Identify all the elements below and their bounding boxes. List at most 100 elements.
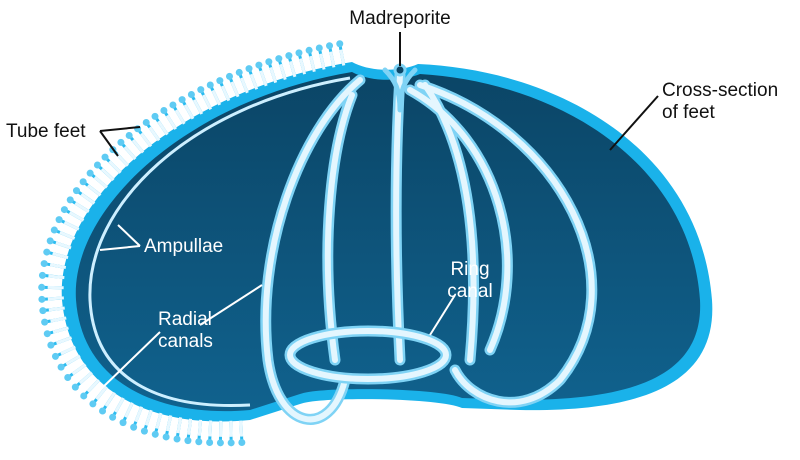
- ampulla: [285, 52, 293, 60]
- tube-foot-inner: [165, 114, 177, 130]
- tube-foot-inner: [59, 230, 76, 240]
- label-radial-canals-2: canals: [158, 331, 213, 352]
- tube-foot-inner: [74, 201, 90, 213]
- tube-foot-inner: [93, 175, 108, 189]
- tube-foot-inner: [63, 220, 80, 231]
- ampulla: [109, 413, 117, 421]
- ampulla: [38, 295, 46, 303]
- ampulla: [99, 407, 107, 415]
- tube-foot-inner: [155, 412, 163, 429]
- radial-canal: [262, 77, 363, 423]
- tube-foot-inner: [71, 363, 87, 376]
- ampulla: [117, 138, 125, 146]
- ampulla: [119, 419, 127, 427]
- ampulla: [184, 437, 192, 445]
- leader-lines-dark: [99, 32, 659, 157]
- tube-foot-inner: [319, 53, 326, 70]
- ampulla: [265, 58, 273, 66]
- tube-foot-inner: [176, 417, 183, 434]
- ampulla: [336, 40, 344, 48]
- ampulla: [55, 216, 63, 224]
- label-madreporite: Madreporite: [349, 8, 450, 29]
- ampulla: [151, 112, 159, 120]
- ampulla: [50, 226, 58, 234]
- ampulla: [43, 330, 51, 338]
- ampulla: [195, 438, 203, 446]
- ampulla: [47, 341, 55, 349]
- tube-foot-inner: [86, 378, 101, 393]
- ampulla: [187, 91, 195, 99]
- tube-foot-inner: [329, 51, 336, 68]
- ampulla: [38, 271, 46, 279]
- ampulla: [216, 77, 224, 85]
- label-cross-section-1: Cross-section: [662, 80, 778, 101]
- ampulla: [326, 42, 334, 50]
- tube-foot-inner: [144, 409, 153, 426]
- tube-foot-inner: [78, 371, 93, 385]
- ampulla: [173, 435, 181, 443]
- tube-foot-inner: [52, 252, 69, 260]
- tube-foot-inner: [299, 58, 307, 75]
- ampulla: [169, 101, 177, 109]
- ampulla: [43, 248, 51, 256]
- radial-canal: [407, 87, 511, 353]
- tube-foot-inner: [197, 419, 203, 436]
- tube-foot-inner: [279, 63, 287, 81]
- tube-foot-inner: [239, 420, 244, 437]
- tube-foot-inner: [259, 70, 268, 87]
- tube-foot-inner: [52, 326, 69, 334]
- madreporite: [393, 63, 407, 77]
- tube-foot-inner: [86, 184, 102, 197]
- radial-canal: [324, 92, 355, 363]
- radial-canal: [417, 82, 595, 406]
- ampulla: [40, 260, 48, 268]
- tube-foot-inner: [55, 241, 72, 250]
- tube-foot-inner: [220, 85, 231, 102]
- tube-foot-inner: [131, 139, 145, 154]
- ampulla: [93, 161, 101, 169]
- madreporite-canal: [382, 67, 418, 113]
- tube-foot-inner: [211, 89, 222, 106]
- ampulla: [57, 363, 65, 371]
- tube-foot-inner: [60, 345, 77, 356]
- tube-foot-inner: [104, 391, 117, 407]
- ampulla: [101, 153, 109, 161]
- ampulla: [66, 196, 74, 204]
- ampulla: [51, 352, 59, 360]
- tube-foot-inner: [157, 120, 169, 136]
- tube-foot-inner: [100, 167, 115, 182]
- tube-foot-inner: [124, 402, 134, 418]
- tube-foot-inner: [174, 109, 186, 125]
- ampulla: [206, 81, 214, 89]
- tube-foot-inner: [134, 406, 144, 423]
- ampulla: [245, 65, 253, 73]
- tube-foot-inner: [339, 49, 346, 66]
- tube-foot-inner: [230, 81, 240, 98]
- label-ring-canal-1: Ring: [450, 259, 489, 280]
- label-ring-canal-2: canal: [447, 281, 492, 302]
- ampulla: [305, 46, 313, 54]
- ampulla: [162, 433, 170, 441]
- leader-lines-light: [99, 224, 456, 391]
- ampulla: [41, 318, 49, 326]
- tube-foot-inner: [309, 55, 316, 73]
- tube-foot-inner: [202, 94, 213, 110]
- label-tube-feet: Tube feet: [6, 121, 86, 142]
- tube-foot-inner: [269, 66, 278, 84]
- ampulla: [60, 206, 68, 214]
- label-ampullae: Ampullae: [144, 236, 223, 257]
- tube-foot-inner: [183, 104, 195, 120]
- tube-foot-inner: [50, 316, 67, 323]
- ampulla: [71, 383, 79, 391]
- tube-foot-inner: [140, 132, 153, 148]
- tube-foot-inner: [55, 336, 73, 345]
- ampullae-band: [88, 76, 351, 408]
- tube-foot-inner: [240, 77, 249, 94]
- ampulla: [151, 430, 159, 438]
- ampulla: [140, 427, 148, 435]
- ampulla: [197, 86, 205, 94]
- ampulla: [235, 68, 243, 76]
- tube-foot-inner: [68, 211, 85, 222]
